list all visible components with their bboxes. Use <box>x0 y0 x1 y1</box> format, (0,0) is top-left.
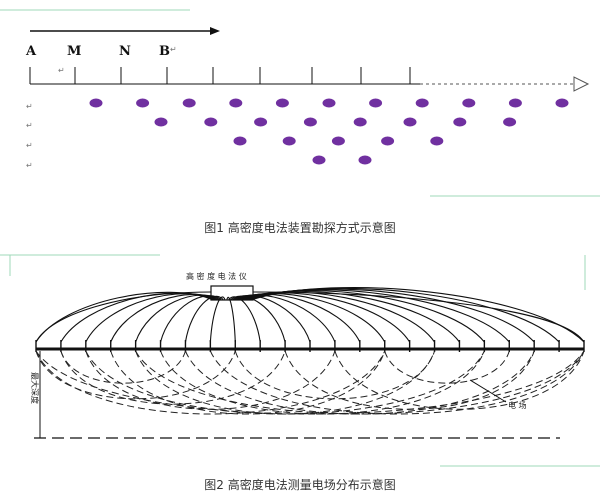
measurement-points <box>89 98 569 165</box>
measurement-dot <box>136 98 150 108</box>
field-arc <box>135 350 436 415</box>
measurement-dot <box>229 98 243 108</box>
field-pointer <box>469 379 507 403</box>
figure2: 高 密 度 电 法 仪 最大深度 电 场 <box>30 271 585 439</box>
measurement-dot <box>381 136 395 146</box>
measurement-dot <box>89 98 103 108</box>
return-mark: ↵ <box>26 102 33 111</box>
measurement-dot <box>462 98 476 108</box>
measurement-dot <box>331 136 345 146</box>
measurement-dot <box>312 155 326 165</box>
return-mark: ↵ <box>26 141 33 150</box>
return-mark: ↵ <box>170 45 177 54</box>
cables <box>35 286 585 343</box>
instrument-label: 高 密 度 电 法 仪 <box>186 271 247 281</box>
electrode-label-m: M <box>67 44 81 59</box>
field-arc <box>60 350 186 384</box>
field-arc <box>110 350 386 415</box>
figure1: A M N B ↵ ↵ ↵ ↵ ↵ ↵ <box>25 27 590 170</box>
measurement-dot <box>453 117 467 127</box>
field-arc <box>35 350 386 415</box>
measurement-dot <box>555 98 569 108</box>
measurement-dot <box>358 155 372 165</box>
measurement-dot <box>254 117 268 127</box>
measurement-dot <box>275 98 289 108</box>
cable <box>160 295 223 343</box>
depth-label: 最大深度 <box>30 372 40 404</box>
measurement-dot <box>303 117 317 127</box>
measurement-dot <box>430 136 444 146</box>
measurement-dot <box>508 98 522 108</box>
cable <box>238 292 411 343</box>
electrode-label-b: B <box>159 44 170 59</box>
cable <box>252 291 585 343</box>
return-mark: ↵ <box>26 121 33 130</box>
field-arc <box>209 350 585 415</box>
field-arc <box>60 350 286 405</box>
field-arc <box>384 350 510 384</box>
measurement-dot <box>353 117 367 127</box>
electrode-stakes <box>35 340 585 352</box>
field-arc <box>234 350 436 400</box>
measurement-dot <box>233 136 247 146</box>
electric-field-lines <box>35 350 585 415</box>
measurement-dot <box>322 98 336 108</box>
measurement-dot <box>154 117 168 127</box>
measurement-dot <box>369 98 383 108</box>
electrode-ticks <box>29 67 411 84</box>
cable <box>110 293 219 343</box>
cable <box>233 294 336 343</box>
return-mark: ↵ <box>26 161 33 170</box>
direction-arrowhead <box>210 27 220 35</box>
cable <box>229 295 286 343</box>
field-arc <box>184 350 535 415</box>
field-label: 电 场 <box>508 400 527 410</box>
measurement-dot <box>415 98 429 108</box>
cable <box>226 297 236 343</box>
measurement-dot <box>182 98 196 108</box>
cable <box>209 296 226 343</box>
field-arc <box>334 350 585 410</box>
cable <box>135 294 221 343</box>
cable <box>231 295 311 343</box>
survey-arrowhead <box>573 76 590 92</box>
measurement-dot <box>282 136 296 146</box>
return-mark: ↵ <box>58 66 65 75</box>
electrode-label-a: A <box>25 44 37 59</box>
field-arc <box>85 350 485 415</box>
field-arc <box>284 350 535 410</box>
figure2-caption: 图2 高密度电法测量电场分布示意图 <box>204 478 396 492</box>
measurement-dot <box>403 117 417 127</box>
measurement-dot <box>503 117 517 127</box>
field-arc <box>35 350 236 400</box>
cable <box>228 296 261 343</box>
cable <box>249 287 560 343</box>
electrode-label-n: N <box>119 44 131 59</box>
cable <box>35 291 212 343</box>
field-arc <box>135 350 585 415</box>
figure1-caption: 图1 高密度电法装置勘探方式示意图 <box>204 221 396 235</box>
measurement-dot <box>204 117 218 127</box>
field-arc <box>35 350 585 415</box>
